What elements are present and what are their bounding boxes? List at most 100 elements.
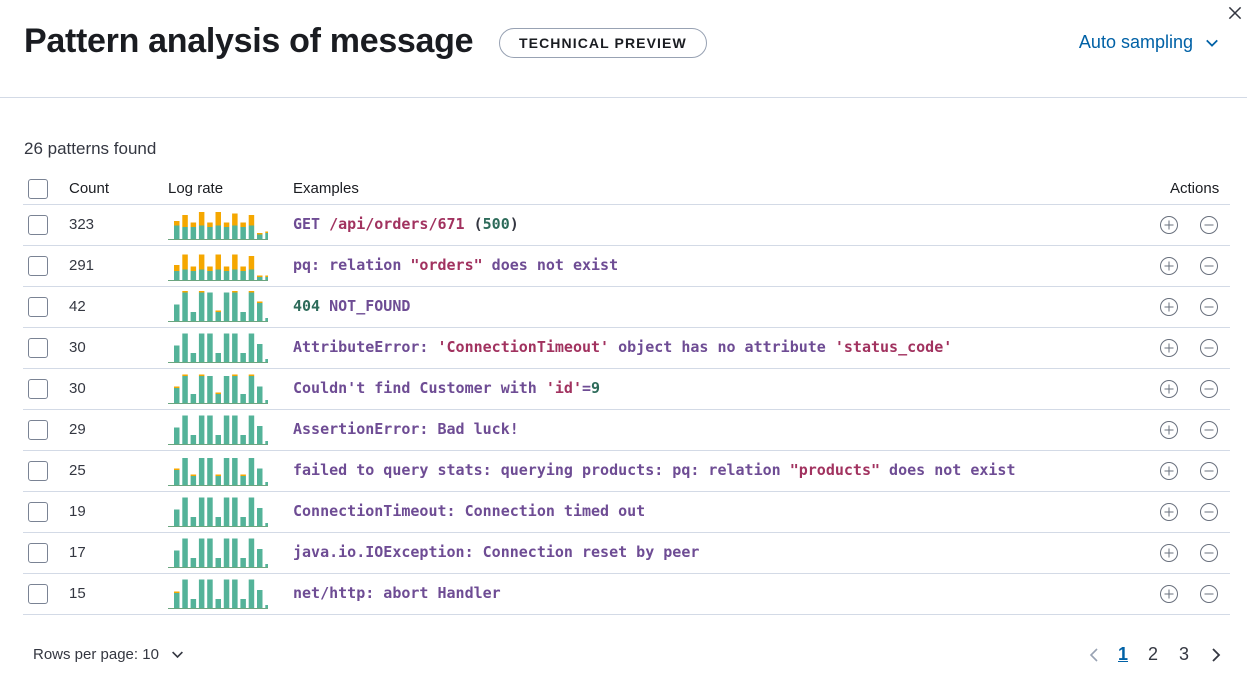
row-checkbox[interactable] [28,543,48,563]
row-checkbox[interactable] [28,502,48,522]
sparkline-bar-segment [207,222,213,227]
sparkline-bar [232,497,238,526]
plus-in-circle-icon [1160,544,1178,562]
sparkline-bar [240,353,246,362]
sparkline-bar [207,538,213,567]
sparkline-bar [190,435,197,444]
filter-out-pattern-button[interactable] [1199,256,1219,276]
plus-in-circle-icon [1160,216,1178,234]
sparkline-bar [257,468,263,485]
sparkline-bar [257,344,263,362]
row-checkbox[interactable] [28,256,48,276]
sparkline-bar [265,441,268,444]
sparkline-bar [248,269,255,280]
filter-out-pattern-button[interactable] [1199,584,1219,604]
sparkline-bar [198,376,205,403]
sparkline-bar [190,227,197,239]
sparkline-bar [182,415,188,444]
sparkline-bar [207,292,213,321]
filter-for-pattern-button[interactable] [1159,461,1179,481]
sparkline-bar-segment [265,275,268,277]
filter-for-pattern-button[interactable] [1159,338,1179,358]
filter-for-pattern-button[interactable] [1159,379,1179,399]
row-checkbox[interactable] [28,297,48,317]
filter-out-pattern-button[interactable] [1199,420,1219,440]
filter-for-pattern-button[interactable] [1159,543,1179,563]
example-token: 'ConnectionTimeout' [437,338,610,356]
row-checkbox[interactable] [28,338,48,358]
sparkline-bar-segment [198,374,205,376]
sparkline-bar [174,593,180,608]
filter-for-pattern-button[interactable] [1159,256,1179,276]
sparkline-bar [190,271,197,280]
select-all-checkbox[interactable] [28,179,48,199]
sparkline-bar [174,550,180,567]
filter-for-pattern-button[interactable] [1159,502,1179,522]
rows-per-page-selector[interactable]: Rows per page: 10 [33,646,184,663]
chevron-right-icon [1212,648,1221,662]
pattern-example: Couldn't find Customer with 'id'=9 [293,379,600,397]
example-token: NOT_FOUND [320,297,411,315]
plus-in-circle-icon [1160,421,1178,439]
sparkline-bar [248,225,255,239]
sparkline-bar [198,458,205,485]
example-token: ( [464,215,483,233]
row-checkbox[interactable] [28,379,48,399]
filter-for-pattern-button[interactable] [1159,420,1179,440]
example-token: object has no attribute [609,338,835,356]
column-header-count[interactable]: Count [69,180,110,197]
next-page-button[interactable] [1208,647,1224,668]
sparkline-bar [174,427,180,444]
sparkline-bar [240,394,246,403]
page-2-button[interactable]: 2 [1148,644,1159,664]
sparkline-bar [257,277,263,280]
sparkline-bar [207,497,213,526]
example-token: 9 [591,379,601,397]
sparkline-bar [265,359,268,362]
filter-for-pattern-button[interactable] [1159,215,1179,235]
filter-out-pattern-button[interactable] [1199,338,1219,358]
sparkline-bar [174,345,180,362]
filter-out-pattern-button[interactable] [1199,461,1219,481]
sparkline-bar [223,376,230,403]
row-checkbox[interactable] [28,584,48,604]
filter-out-pattern-button[interactable] [1199,215,1219,235]
page-1-button[interactable]: 1 [1118,644,1129,664]
plus-in-circle-icon [1160,257,1178,275]
filter-for-pattern-button[interactable] [1159,297,1179,317]
sparkline-bar-segment [248,256,255,270]
sparkline-bar-segment [248,215,255,226]
example-token: "products" [789,461,881,479]
page-3-button[interactable]: 3 [1179,644,1190,664]
sparkline-bar-segment [215,212,221,226]
sampling-dropdown[interactable]: Auto sampling [1079,32,1219,53]
sparkline-bar [174,225,180,239]
filter-out-pattern-button[interactable] [1199,379,1219,399]
example-token: does not exist [482,256,619,274]
sparkline-bar [232,333,238,362]
sparkline-bar [257,590,263,608]
filter-out-pattern-button[interactable] [1199,502,1219,522]
row-count: 17 [69,544,86,561]
prev-page-button[interactable] [1086,647,1102,668]
patterns-found-count: 26 patterns found [24,139,157,158]
row-checkbox[interactable] [28,461,48,481]
column-header-actions: Actions [1170,180,1220,197]
sparkline-bar-segment [215,310,221,312]
row-checkbox[interactable] [28,420,48,440]
example-token: net/http: abort Handler [293,584,501,602]
filter-out-pattern-button[interactable] [1199,543,1219,563]
close-button[interactable] [1226,4,1244,22]
sparkline-bar-segment [190,266,197,271]
sparkline-bar [232,538,238,567]
row-checkbox[interactable] [28,215,48,235]
filter-out-pattern-button[interactable] [1199,297,1219,317]
sparkline-bar [182,538,188,567]
sparkline-bar-segment [174,468,180,470]
row-count: 30 [69,380,86,397]
sparkline-bar [215,394,221,403]
filter-for-pattern-button[interactable] [1159,584,1179,604]
